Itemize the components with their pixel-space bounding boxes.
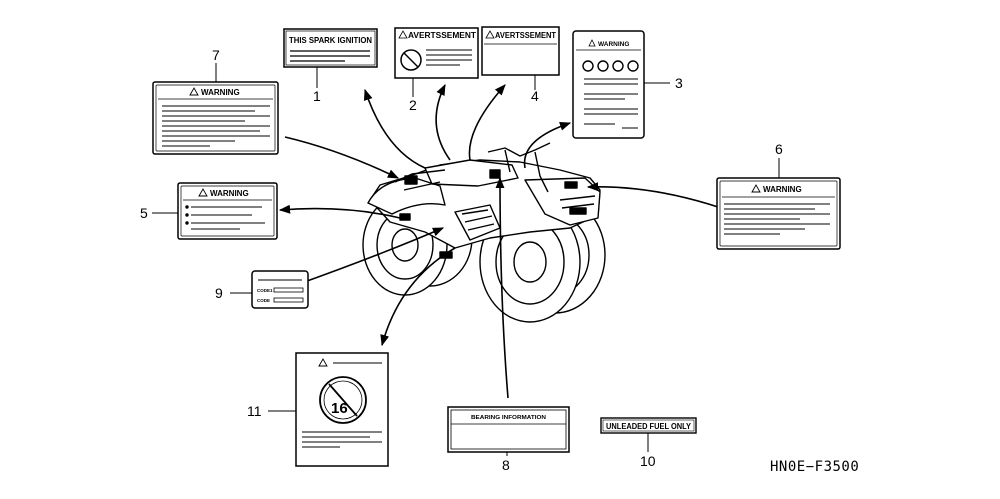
callout-4: 4 (531, 88, 539, 104)
age-16-text: 16 (331, 400, 348, 417)
avertissement-2-text: AVERTSSEMENT (408, 31, 476, 40)
callout-arrows (278, 83, 719, 399)
label-7-warning: WARNING (152, 81, 279, 155)
label-6-warning: WARNING (716, 177, 841, 250)
label-3-warning: WARNING (572, 30, 645, 139)
code-2-text: CODE (257, 298, 270, 303)
diagram-code: HN0E−F3500 (770, 459, 859, 475)
warning-icon-d (627, 60, 639, 72)
spark-ignition-text: THIS SPARK IGNITION (289, 35, 372, 45)
callout-3: 3 (675, 75, 683, 91)
warning-6-text: WARNING (763, 185, 802, 194)
label-9-code: CODE1 CODE (251, 270, 309, 309)
avertissement-4-text: AVERTSSEMENT (495, 31, 556, 40)
callout-2: 2 (409, 97, 417, 113)
callout-10: 10 (640, 453, 656, 469)
callout-numbers: 1 2 3 4 5 6 7 8 9 10 11 (140, 47, 783, 473)
label-10-unleaded: UNLEADED FUEL ONLY (600, 417, 697, 434)
code-1-text: CODE1 (257, 288, 273, 293)
bearing-info-text: BEARING INFORMATION (471, 415, 546, 421)
callout-8: 8 (502, 457, 510, 473)
label-1-spark-ignition: THIS SPARK IGNITION (283, 28, 378, 68)
label-4-avertissement: AVERTSSEMENT (481, 26, 560, 76)
label-5-warning: WARNING (177, 182, 278, 240)
callout-11: 11 (247, 403, 262, 419)
callout-7: 7 (212, 47, 220, 63)
atv-illustration (362, 142, 606, 323)
label-11-age-warning: 16 (295, 352, 389, 467)
unleaded-text: UNLEADED FUEL ONLY (606, 422, 692, 431)
warning-icon-a (582, 60, 594, 72)
label-2-avertissement: AVERTSSEMENT (394, 27, 479, 79)
warning-icon-c (612, 60, 624, 72)
callout-5: 5 (140, 205, 148, 221)
warning-5-text: WARNING (210, 189, 249, 198)
callout-6: 6 (775, 141, 783, 157)
warning-3-text: WARNING (598, 41, 629, 48)
callout-9: 9 (215, 285, 223, 301)
warning-icon-b (597, 60, 609, 72)
label-8-bearing-info: BEARING INFORMATION (447, 406, 570, 453)
callout-1: 1 (313, 88, 321, 104)
warning-7-text: WARNING (201, 88, 240, 97)
